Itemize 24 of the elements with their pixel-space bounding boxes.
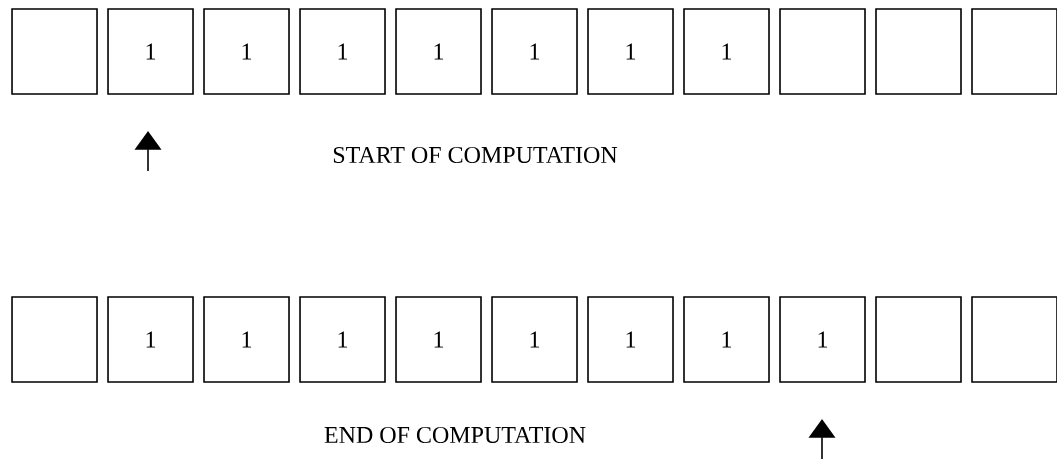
caption-text: START OF COMPUTATION	[333, 146, 618, 164]
tape-cell	[11, 8, 98, 95]
tape-cell: 1	[683, 296, 770, 383]
tape-cell: 1	[107, 8, 194, 95]
tape-cell: 1	[299, 296, 386, 383]
tape-cell: 1	[491, 296, 578, 383]
tape-cell: 1	[203, 8, 290, 95]
tape-cell: 1	[779, 296, 866, 383]
tape-cell: 1	[299, 8, 386, 95]
tape-cell: 1	[395, 8, 482, 95]
tape-cell: 1	[587, 8, 674, 95]
tape-cell: 1	[491, 8, 578, 95]
tape-cell	[875, 296, 962, 383]
tape-cell	[971, 296, 1057, 383]
tape-cell	[11, 296, 98, 383]
tape-cell: 1	[395, 296, 482, 383]
tape-cell	[875, 8, 962, 95]
tape-cell: 1	[683, 8, 770, 95]
tape-cell: 1	[587, 296, 674, 383]
tape-cell	[779, 8, 866, 95]
tape-cell	[971, 8, 1057, 95]
tape-cell: 1	[107, 296, 194, 383]
caption-text: END OF COMPUTATION	[324, 426, 586, 444]
tape-cell: 1	[203, 296, 290, 383]
